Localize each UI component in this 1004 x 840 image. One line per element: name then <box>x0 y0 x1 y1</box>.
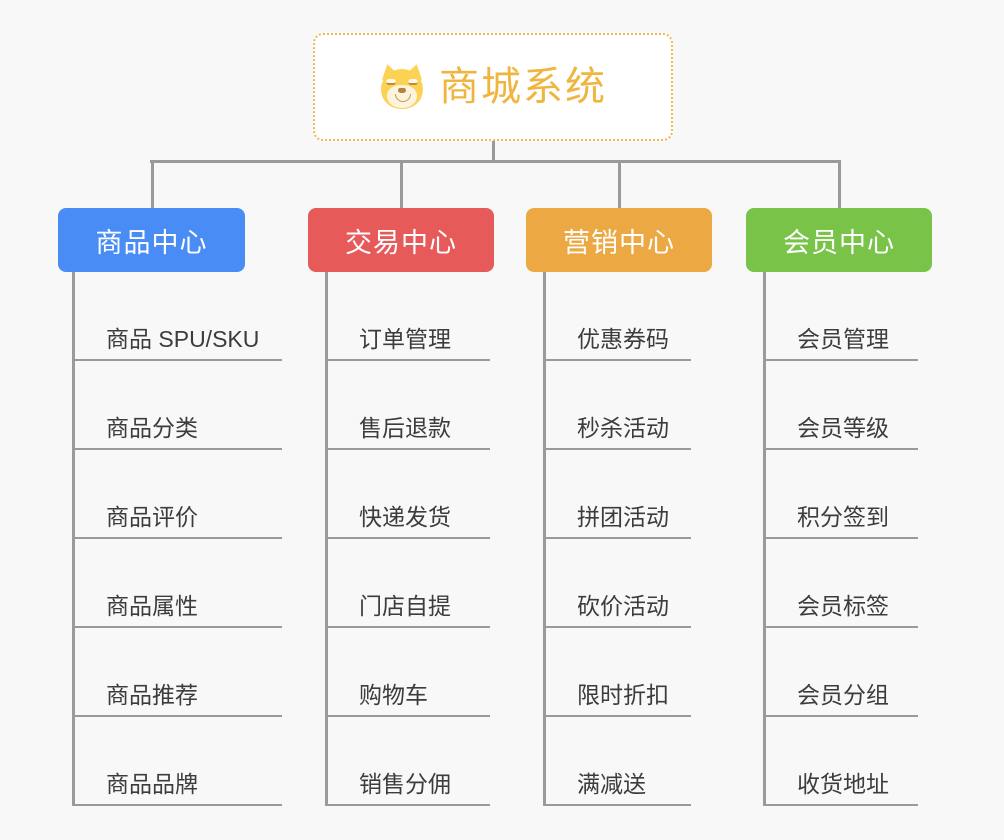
leaf-underline <box>763 448 918 450</box>
root-connector-bus <box>150 160 838 163</box>
leaf-item-label: 秒杀活动 <box>577 415 669 441</box>
leaf-item[interactable]: 商品品牌 <box>72 717 282 806</box>
category-box-1[interactable]: 商品中心 <box>58 208 245 272</box>
leaf-item-label: 售后退款 <box>359 415 451 441</box>
category-column-2: 订单管理售后退款快递发货门店自提购物车销售分佣 <box>325 272 500 806</box>
leaf-underline <box>543 804 691 806</box>
leaf-underline <box>543 537 691 539</box>
leaf-underline <box>763 537 918 539</box>
category-column-3: 优惠券码秒杀活动拼团活动砍价活动限时折扣满减送 <box>543 272 701 806</box>
leaf-underline <box>325 359 490 361</box>
category-connector-1 <box>150 160 154 208</box>
leaf-item[interactable]: 商品 SPU/SKU <box>72 272 282 361</box>
leaf-underline <box>72 626 282 628</box>
leaf-item[interactable]: 商品分类 <box>72 361 282 450</box>
category-box-2[interactable]: 交易中心 <box>308 208 494 272</box>
leaf-underline <box>325 626 490 628</box>
leaf-item[interactable]: 收货地址 <box>763 717 918 806</box>
leaf-underline <box>72 359 282 361</box>
leaf-item-label: 优惠券码 <box>577 326 669 352</box>
column-trunk <box>72 272 75 806</box>
leaf-item-label: 收货地址 <box>797 771 889 797</box>
leaf-underline <box>763 626 918 628</box>
leaf-underline <box>72 448 282 450</box>
leaf-item[interactable]: 销售分佣 <box>325 717 490 806</box>
dog-face-icon <box>378 62 426 110</box>
leaf-item-label: 商品属性 <box>106 593 198 619</box>
leaf-underline <box>325 448 490 450</box>
leaf-item[interactable]: 商品属性 <box>72 539 282 628</box>
category-box-4[interactable]: 会员中心 <box>746 208 932 272</box>
leaf-item[interactable]: 限时折扣 <box>543 628 691 717</box>
leaf-item-label: 订单管理 <box>359 326 451 352</box>
leaf-item[interactable]: 购物车 <box>325 628 490 717</box>
leaf-item-label: 商品推荐 <box>106 682 198 708</box>
category-connector-2 <box>400 160 403 208</box>
leaf-item[interactable]: 积分签到 <box>763 450 918 539</box>
leaf-item[interactable]: 订单管理 <box>325 272 490 361</box>
leaf-item[interactable]: 秒杀活动 <box>543 361 691 450</box>
leaf-item-label: 会员等级 <box>797 415 889 441</box>
leaf-item-label: 会员标签 <box>797 593 889 619</box>
leaf-item-label: 快递发货 <box>359 504 451 530</box>
leaf-underline <box>763 359 918 361</box>
leaf-item[interactable]: 满减送 <box>543 717 691 806</box>
leaf-item-label: 限时折扣 <box>577 682 669 708</box>
column-trunk <box>325 272 328 806</box>
column-trunk <box>763 272 766 806</box>
leaf-item[interactable]: 优惠券码 <box>543 272 691 361</box>
leaf-item-label: 会员分组 <box>797 682 889 708</box>
leaf-item-label: 商品品牌 <box>106 771 198 797</box>
root-connector-stem <box>492 141 495 162</box>
leaf-item[interactable]: 砍价活动 <box>543 539 691 628</box>
leaf-underline <box>763 715 918 717</box>
category-connector-4 <box>838 160 841 208</box>
leaf-item[interactable]: 商品推荐 <box>72 628 282 717</box>
root-node[interactable]: 商城系统 <box>313 33 673 141</box>
category-box-3[interactable]: 营销中心 <box>526 208 712 272</box>
leaf-item-label: 会员管理 <box>797 326 889 352</box>
leaf-underline <box>543 715 691 717</box>
leaf-underline <box>325 715 490 717</box>
leaf-item-label: 满减送 <box>577 771 646 797</box>
leaf-item[interactable]: 拼团活动 <box>543 450 691 539</box>
leaf-item[interactable]: 会员等级 <box>763 361 918 450</box>
leaf-item-label: 拼团活动 <box>577 504 669 530</box>
leaf-underline <box>72 804 282 806</box>
leaf-item[interactable]: 商品评价 <box>72 450 282 539</box>
leaf-underline <box>543 448 691 450</box>
leaf-item-label: 门店自提 <box>359 593 451 619</box>
leaf-underline <box>325 537 490 539</box>
leaf-item-label: 销售分佣 <box>359 771 451 797</box>
category-connector-3 <box>618 160 621 208</box>
leaf-item[interactable]: 会员标签 <box>763 539 918 628</box>
leaf-underline <box>72 537 282 539</box>
category-column-4: 会员管理会员等级积分签到会员标签会员分组收货地址 <box>763 272 928 806</box>
leaf-underline <box>763 804 918 806</box>
leaf-item-label: 商品评价 <box>106 504 198 530</box>
leaf-item[interactable]: 会员管理 <box>763 272 918 361</box>
leaf-item[interactable]: 快递发货 <box>325 450 490 539</box>
leaf-item-label: 购物车 <box>359 682 428 708</box>
leaf-underline <box>543 359 691 361</box>
leaf-item[interactable]: 门店自提 <box>325 539 490 628</box>
leaf-underline <box>72 715 282 717</box>
leaf-item-label: 商品分类 <box>106 415 198 441</box>
leaf-underline <box>543 626 691 628</box>
root-title: 商城系统 <box>439 65 607 109</box>
column-trunk <box>543 272 546 806</box>
leaf-item[interactable]: 售后退款 <box>325 361 490 450</box>
leaf-underline <box>325 804 490 806</box>
category-column-1: 商品 SPU/SKU 商品分类商品评价商品属性商品推荐商品品牌 <box>72 272 292 806</box>
leaf-item-label: 商品 SPU/SKU <box>106 326 260 352</box>
leaf-item[interactable]: 会员分组 <box>763 628 918 717</box>
leaf-item-label: 积分签到 <box>797 504 889 530</box>
leaf-item-label: 砍价活动 <box>577 593 669 619</box>
